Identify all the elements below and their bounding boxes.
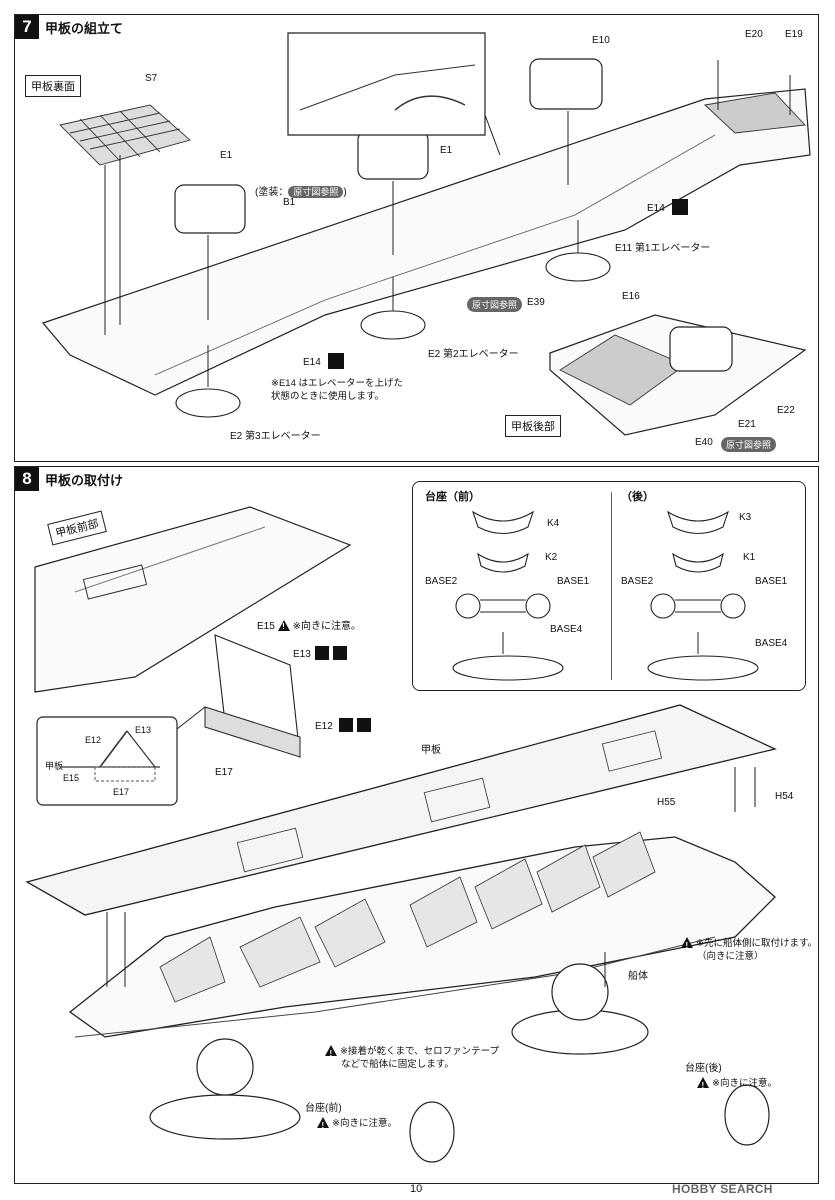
detail-e13: E13	[135, 725, 152, 735]
paint-prefix: (塗装：	[255, 187, 289, 198]
part-h55: H55	[657, 797, 676, 808]
bow-note-line1: ※先に船体側に取付けます。	[696, 938, 818, 949]
part-base2a: BASE2	[425, 576, 458, 587]
part-e1b: E1	[440, 145, 453, 156]
part-base4a: BASE4	[550, 624, 583, 635]
detail-e17: E17	[113, 787, 130, 797]
part-base1a: BASE1	[557, 576, 590, 587]
part-k4: K4	[547, 518, 560, 529]
step-title: 甲板の組立て	[45, 20, 124, 36]
part-e17: E17	[215, 767, 233, 778]
glue-icon	[339, 718, 353, 732]
detail-e12: E12	[85, 735, 102, 745]
warning-icon	[325, 1045, 337, 1060]
part-e14a: E14	[647, 203, 665, 214]
part-e15: E15 ※向きに注意。	[257, 617, 361, 632]
step-number: 8	[15, 467, 39, 491]
part-e15-id: E15	[257, 621, 275, 632]
detail-deck: 甲板	[45, 761, 64, 771]
part-e22: E22	[777, 405, 795, 416]
direction-icon	[333, 646, 347, 660]
warning-icon	[697, 1077, 709, 1092]
part-e19: E19	[785, 29, 803, 40]
part-e13: E13	[293, 649, 311, 660]
warning-icon	[317, 1117, 329, 1132]
e15-note: ※向きに注意。	[292, 621, 361, 632]
paint-suffix: )	[343, 187, 347, 198]
glue-icon	[315, 646, 329, 660]
page-number: 10	[410, 1183, 423, 1195]
e14-note: ※E14 はエレベーターを上げた 状態のときに使用します。	[271, 377, 403, 403]
stand-front-note-text: ※向きに注意。	[332, 1118, 397, 1129]
step-8-panel: 8 甲板の取付け	[14, 466, 819, 1184]
paint-ref: 原寸図参照	[288, 186, 344, 198]
part-e2b: E2 第3エレベーター	[230, 427, 321, 442]
bow-note-line2: （向きに注意）	[697, 951, 764, 962]
glue-note: ※接着が乾くまで、セロファンテープ などで船体に固定します。	[325, 1045, 499, 1071]
stand-rear-label: 台座(後)	[685, 1063, 722, 1074]
part-base4b: BASE4	[755, 638, 788, 649]
glue-note-line2: などで船体に固定します。	[341, 1059, 454, 1070]
base-inset-drawing	[452, 510, 759, 681]
part-e11-desc: 第1エレベーター	[634, 243, 711, 254]
step-8-header: 8 甲板の取付け	[15, 467, 123, 491]
part-base2b: BASE2	[621, 576, 654, 587]
step-7-panel: 7 甲板の組立て	[14, 14, 819, 462]
part-k3: K3	[739, 512, 752, 523]
rear-label: 甲板後部	[505, 415, 561, 437]
warning-icon	[681, 937, 693, 952]
ref-chip-e39: 原寸図参照	[467, 297, 523, 312]
stand-rear-note: ※向きに注意。	[697, 1077, 777, 1092]
base-front-title: 台座（前）	[425, 491, 480, 503]
underside-label: 甲板裏面	[25, 75, 81, 97]
part-k2: K2	[545, 552, 558, 563]
part-e14a-icon	[672, 199, 688, 215]
e14-note-line2: 状態のときに使用します。	[271, 391, 385, 402]
part-e40: E40	[695, 437, 713, 448]
part-e2a-id: E2	[428, 349, 441, 360]
part-e2b-id: E2	[230, 431, 243, 442]
part-e16: E16	[622, 291, 640, 302]
part-hull: 船体	[628, 971, 648, 982]
glue-note-line1: ※接着が乾くまで、セロファンテープ	[340, 1046, 500, 1057]
part-e2b-desc: 第3エレベーター	[245, 431, 321, 442]
part-e11-id: E11	[615, 243, 633, 254]
bow-note: ※先に船体側に取付けます。 （向きに注意）	[681, 937, 817, 963]
stand-front-note: ※向きに注意。	[317, 1117, 397, 1132]
step-7-header: 7 甲板の組立て	[15, 15, 123, 39]
step-title: 甲板の取付け	[45, 472, 124, 488]
ref-chip-e40: 原寸図参照	[721, 437, 777, 452]
inset-divider	[611, 492, 612, 680]
part-k1: K1	[743, 552, 756, 563]
base-rear-title: （後）	[621, 491, 654, 503]
part-s7: S7	[145, 73, 158, 84]
step-8-drawing	[25, 506, 777, 1163]
part-e2a-desc: 第2エレベーター	[443, 349, 519, 360]
stand-front-label: 台座(前)	[305, 1103, 342, 1114]
part-e1a: E1	[220, 150, 233, 161]
part-e20: E20	[745, 29, 763, 40]
part-e39: E39	[527, 297, 545, 308]
part-deck: 甲板	[421, 745, 441, 756]
part-e14b: E14	[303, 357, 321, 368]
part-e10: E10	[592, 35, 610, 46]
direction-icon	[357, 718, 371, 732]
warning-icon	[277, 620, 290, 631]
part-e2a: E2 第2エレベーター	[428, 345, 519, 360]
stand-rear-note-text: ※向きに注意。	[712, 1078, 777, 1089]
part-e21: E21	[738, 419, 756, 430]
step-7-drawing	[41, 32, 811, 436]
part-base1b: BASE1	[755, 576, 788, 587]
watermark: HOBBY SEARCH	[672, 1182, 773, 1196]
part-e12: E12	[315, 721, 333, 732]
part-h54: H54	[775, 791, 794, 802]
paint-note: (塗装：原寸図参照)	[255, 183, 347, 198]
detail-e15: E15	[63, 773, 80, 783]
e14-note-line1: ※E14 はエレベーターを上げた	[271, 378, 404, 389]
part-b1: B1	[283, 197, 296, 208]
part-e11: E11 第1エレベーター	[615, 239, 710, 254]
step-number: 7	[15, 15, 39, 39]
part-e14b-icon	[328, 353, 344, 369]
base-inset: 台座（前） （後） K4 K2 K3 K1 BASE2 BA	[412, 481, 806, 691]
